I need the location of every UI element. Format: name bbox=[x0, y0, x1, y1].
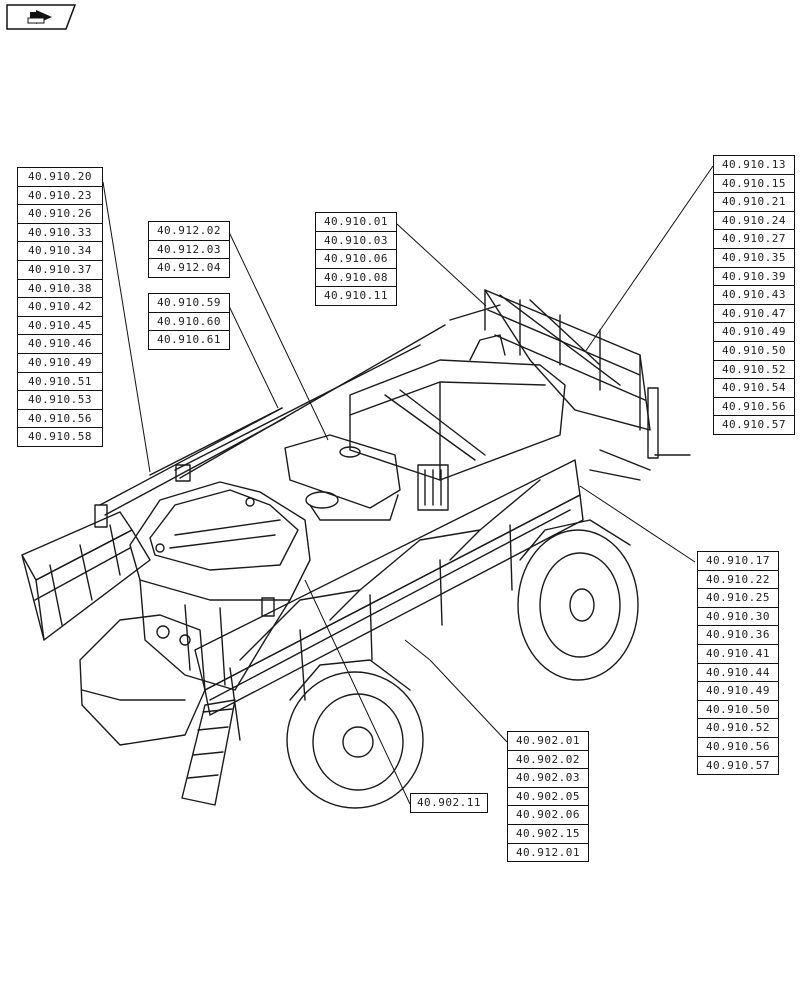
ref-link-row[interactable]: 40.910.36 bbox=[698, 626, 778, 645]
ref-link-row[interactable]: 40.910.54 bbox=[714, 379, 794, 398]
ref-link-row[interactable]: 40.910.25 bbox=[698, 589, 778, 608]
ref-link-row[interactable]: 40.910.49 bbox=[698, 682, 778, 701]
ref-link-row[interactable]: 40.910.06 bbox=[316, 250, 396, 269]
ref-link-row[interactable]: 40.910.46 bbox=[18, 335, 102, 354]
ref-link-row[interactable]: 40.910.53 bbox=[18, 391, 102, 410]
ref-link-row[interactable]: 40.910.13 bbox=[714, 156, 794, 175]
ref-link-row[interactable]: 40.910.45 bbox=[18, 317, 102, 336]
ref-link-row[interactable]: 40.910.56 bbox=[18, 410, 102, 429]
ref-link-row[interactable]: 40.902.01 bbox=[508, 732, 588, 751]
ladder bbox=[181, 699, 236, 806]
ref-link-row[interactable]: 40.910.37 bbox=[18, 261, 102, 280]
ref-link-row[interactable]: 40.910.15 bbox=[714, 175, 794, 194]
ref-link-row[interactable]: 40.910.34 bbox=[18, 242, 102, 261]
ref-link-row[interactable]: 40.910.24 bbox=[714, 212, 794, 231]
ref-link-row[interactable]: 40.910.08 bbox=[316, 269, 396, 288]
arrow-page-icon bbox=[27, 10, 52, 24]
hood bbox=[79, 614, 206, 746]
ref-link-row[interactable]: 40.910.41 bbox=[698, 645, 778, 664]
ref-link-row[interactable]: 40.910.57 bbox=[721, 418, 787, 432]
ref-link-row[interactable]: 40.902.11 bbox=[416, 796, 482, 809]
ref-link-row[interactable]: 40.910.20 bbox=[18, 168, 102, 187]
product-tank bbox=[349, 304, 566, 511]
ref-link-row[interactable]: 40.910.39 bbox=[714, 268, 794, 287]
ref-link-row[interactable]: 40.910.01 bbox=[316, 213, 396, 232]
ref-link-row[interactable]: 40.910.50 bbox=[714, 342, 794, 361]
ref-link-row[interactable]: 40.910.59 bbox=[149, 294, 229, 313]
ref-link-row[interactable]: 40.910.30 bbox=[698, 608, 778, 627]
front-wheel bbox=[286, 659, 424, 809]
ref-link-row[interactable]: 40.910.57 bbox=[705, 758, 771, 772]
cab bbox=[129, 481, 311, 691]
ref-link-row[interactable]: 40.910.61 bbox=[156, 333, 222, 347]
ref-link-row[interactable]: 40.910.03 bbox=[316, 232, 396, 251]
ref-link-row[interactable]: 40.910.44 bbox=[698, 664, 778, 683]
ref-link-row[interactable]: 40.910.56 bbox=[714, 398, 794, 417]
ref-link-row[interactable]: 40.910.49 bbox=[714, 323, 794, 342]
ref-link-row[interactable]: 40.910.50 bbox=[698, 701, 778, 720]
ref-table-single: 40.902.11 bbox=[410, 793, 488, 813]
rinse-tank bbox=[284, 434, 401, 521]
ref-link-row[interactable]: 40.902.03 bbox=[508, 769, 588, 788]
ref-link-row[interactable]: 40.910.42 bbox=[18, 298, 102, 317]
ref-link-row[interactable]: 40.910.43 bbox=[714, 286, 794, 305]
ref-link-row[interactable]: 40.910.52 bbox=[698, 719, 778, 738]
ref-link-row[interactable]: 40.902.06 bbox=[508, 806, 588, 825]
ref-link-row[interactable]: 40.912.04 bbox=[156, 261, 222, 275]
page-nav-tab[interactable] bbox=[6, 4, 76, 30]
ref-link-row[interactable]: 40.910.21 bbox=[714, 193, 794, 212]
ref-link-row[interactable]: 40.910.27 bbox=[714, 230, 794, 249]
ref-link-row[interactable]: 40.910.33 bbox=[18, 224, 102, 243]
ref-link-row[interactable]: 40.910.38 bbox=[18, 280, 102, 299]
ref-link-row[interactable]: 40.910.11 bbox=[323, 289, 389, 303]
ref-link-row[interactable]: 40.910.49 bbox=[18, 354, 102, 373]
ref-link-row[interactable]: 40.902.05 bbox=[508, 788, 588, 807]
ref-link-row[interactable]: 40.910.56 bbox=[698, 738, 778, 757]
ref-link-row[interactable]: 40.912.01 bbox=[515, 845, 581, 859]
ref-link-row[interactable]: 40.910.22 bbox=[698, 571, 778, 590]
ref-link-row[interactable]: 40.910.17 bbox=[698, 552, 778, 571]
ref-link-row[interactable]: 40.902.15 bbox=[508, 825, 588, 844]
ref-link-row[interactable]: 40.910.35 bbox=[714, 249, 794, 268]
ref-link-row[interactable]: 40.902.02 bbox=[508, 751, 588, 770]
ref-link-row[interactable]: 40.910.26 bbox=[18, 205, 102, 224]
ref-link-row[interactable]: 40.912.03 bbox=[149, 241, 229, 260]
ref-link-row[interactable]: 40.912.02 bbox=[149, 222, 229, 241]
ref-link-row[interactable]: 40.910.23 bbox=[18, 187, 102, 206]
ref-link-row[interactable]: 40.910.47 bbox=[714, 305, 794, 324]
ref-link-row[interactable]: 40.910.58 bbox=[27, 430, 93, 444]
ref-link-row[interactable]: 40.910.60 bbox=[149, 313, 229, 332]
ref-link-row[interactable]: 40.910.52 bbox=[714, 361, 794, 380]
ref-link-row[interactable]: 40.910.51 bbox=[18, 373, 102, 392]
